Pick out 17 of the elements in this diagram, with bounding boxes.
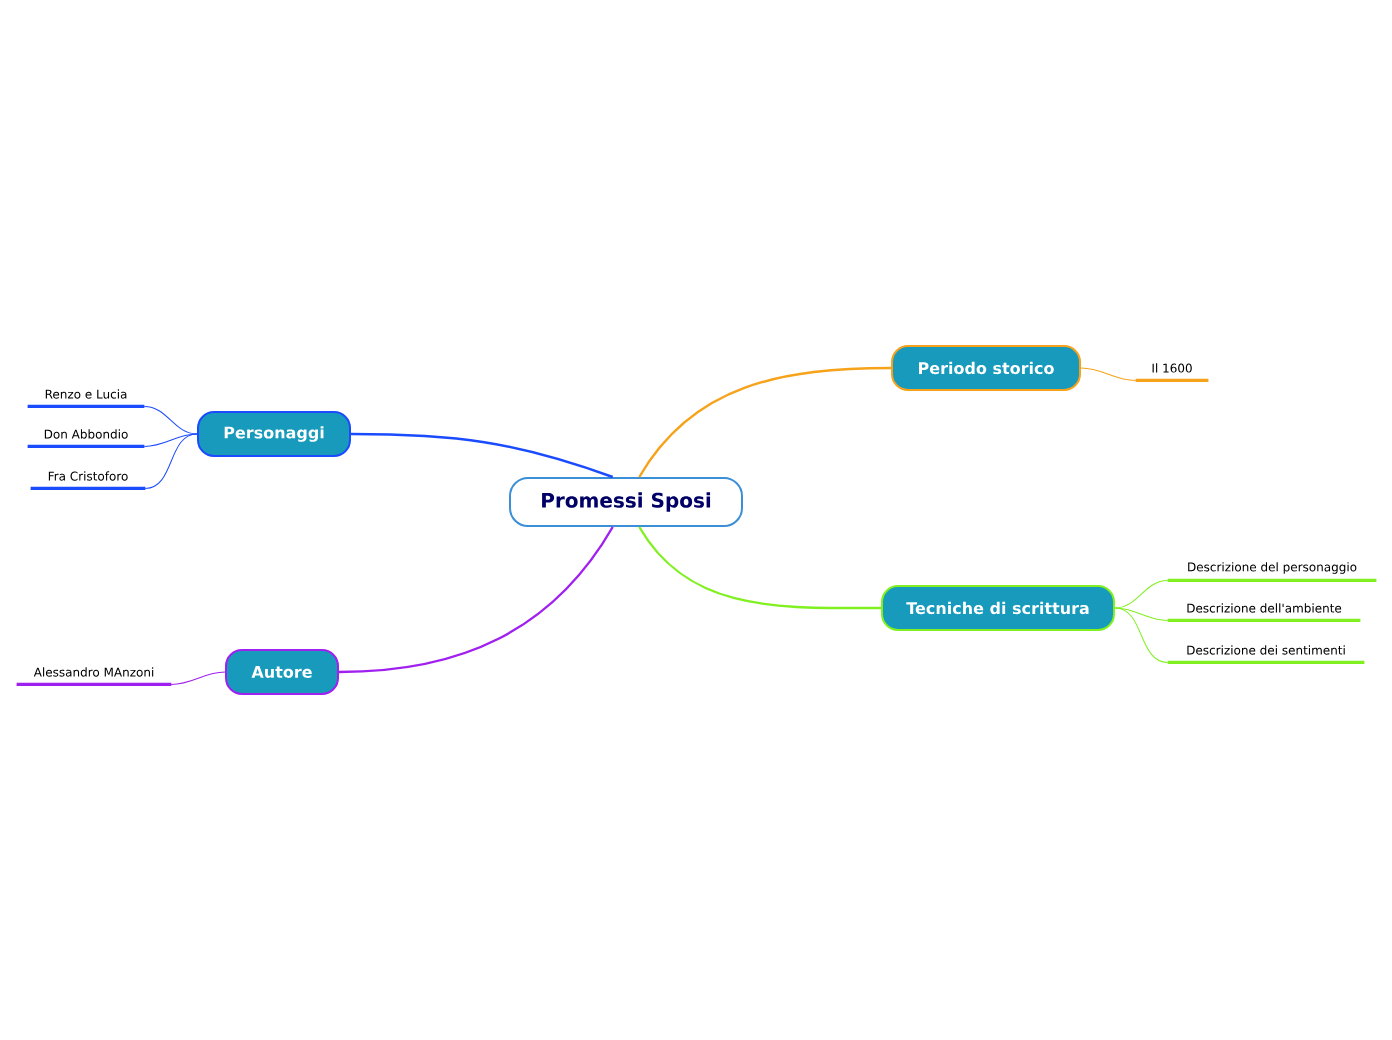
connector: [1114, 607, 1169, 621]
connector: [1080, 367, 1137, 381]
connector: [1114, 607, 1169, 663]
connector: [638, 366, 892, 478]
topic-box: Personaggi: [197, 411, 351, 457]
connector: [351, 432, 614, 479]
topic-box: Autore: [225, 649, 339, 695]
connector: [143, 433, 198, 447]
connector: [143, 405, 198, 435]
connector: [144, 433, 198, 489]
connector: [170, 671, 226, 685]
connector: [338, 526, 614, 674]
connector: [1114, 579, 1169, 609]
topic-box: Periodo storico: [891, 345, 1081, 391]
central-topic-box: Promessi Sposi: [509, 477, 743, 527]
connector: [638, 526, 881, 610]
topic-box: Tecniche di scrittura: [881, 585, 1115, 631]
